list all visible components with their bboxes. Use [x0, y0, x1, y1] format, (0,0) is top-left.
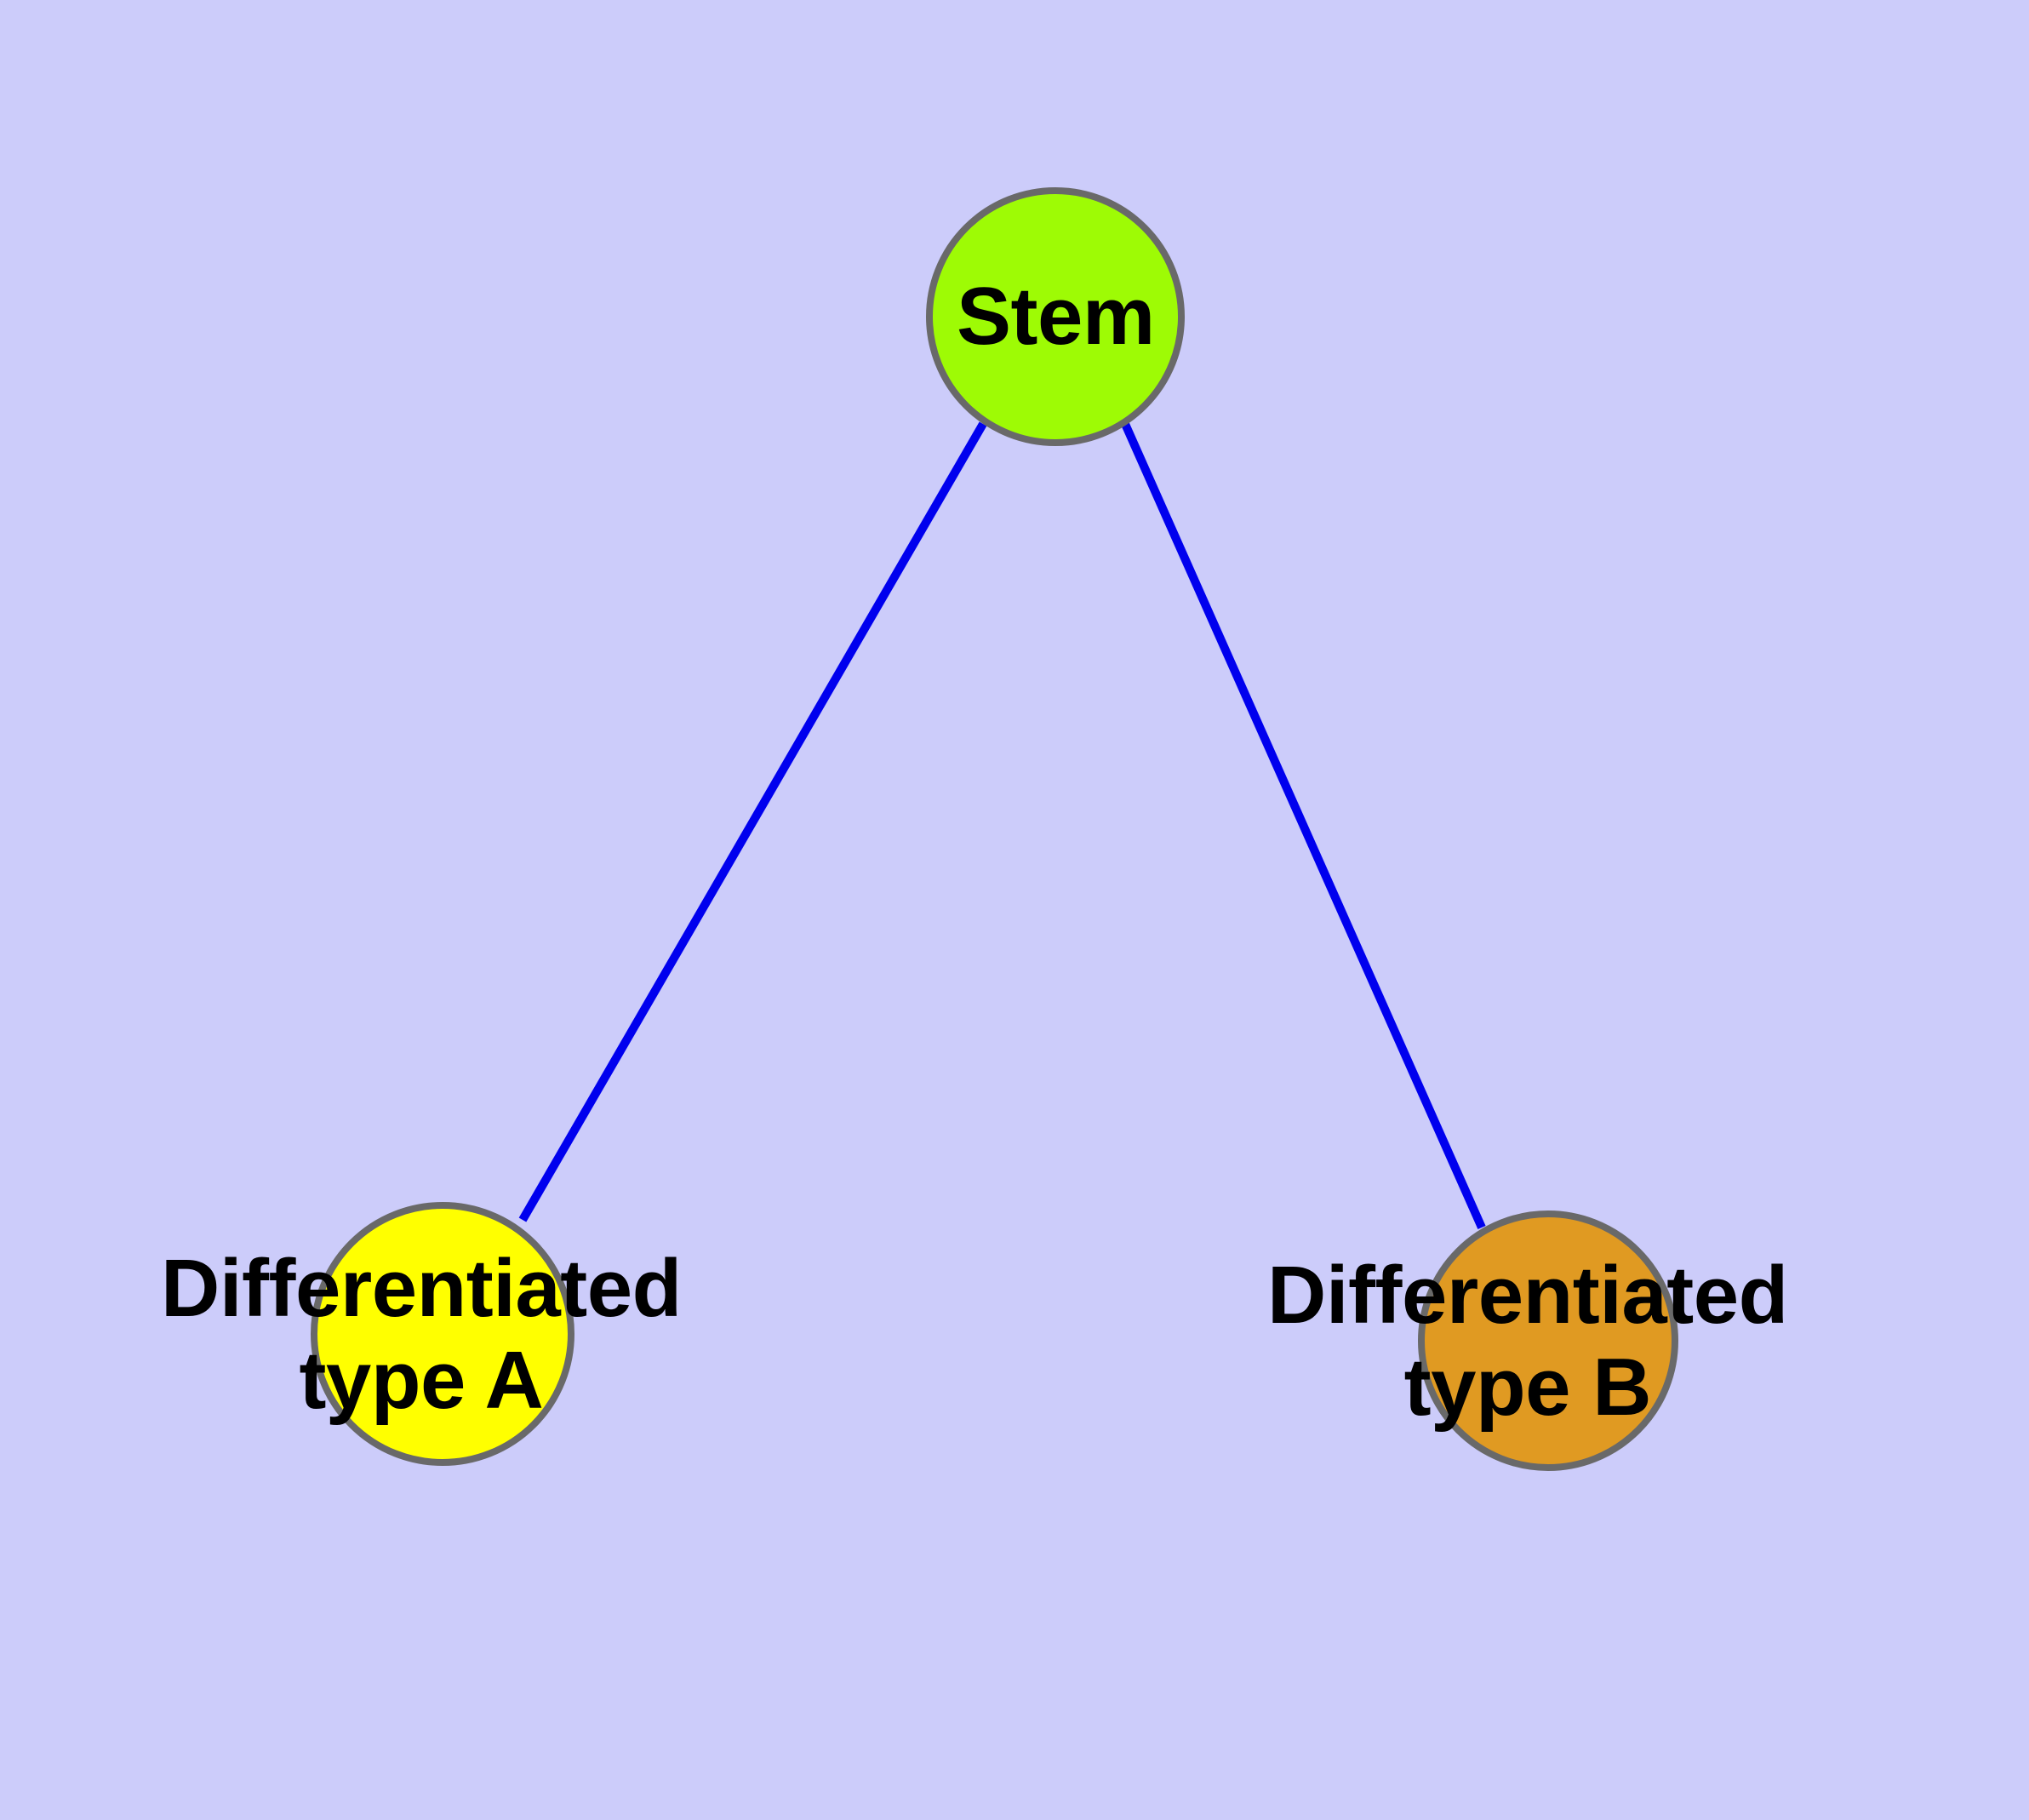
graph-edge-stem-to-diff-a[interactable] [518, 421, 987, 1222]
graph-edge-stem-to-diff-b[interactable] [1121, 421, 1486, 1230]
graph-node-diff-b[interactable] [1418, 1210, 1678, 1471]
graph-node-diff-a[interactable] [311, 1202, 574, 1466]
graph-node-stem[interactable] [926, 187, 1185, 446]
